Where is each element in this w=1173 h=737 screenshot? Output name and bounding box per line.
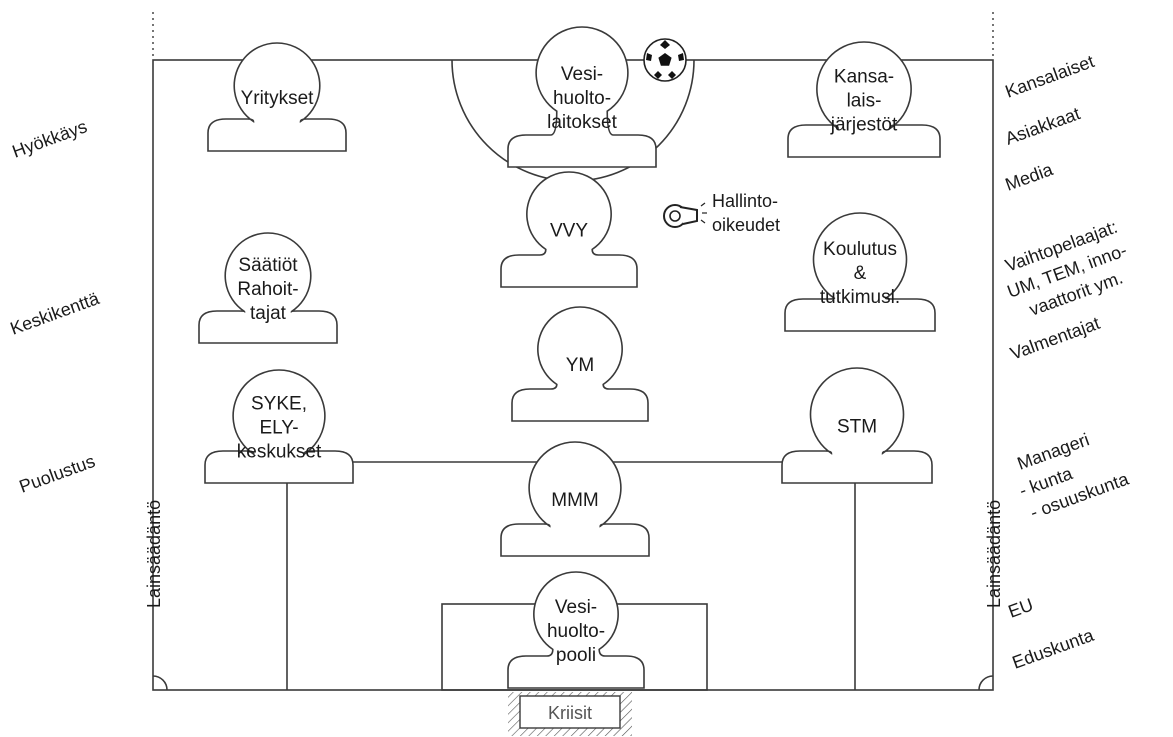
player-figure-stm	[781, 367, 933, 484]
player-label-syke-1: SYKE,	[251, 394, 307, 415]
player-label-syke-3: keskukset	[237, 442, 322, 463]
player-label-pooli-1: Vesi-	[555, 597, 597, 618]
player-figure-pooli	[507, 571, 645, 689]
player-label-saatiot-2: Rahoit-	[237, 279, 298, 300]
label-manageri-line-1: Manageri	[1015, 429, 1092, 473]
player-vvy: VVY	[500, 171, 638, 288]
player-label-vesihuoltolaitokset-3: laitokset	[547, 112, 617, 133]
player-figure-koulutus	[784, 212, 936, 332]
player-figure-yritykset	[207, 42, 347, 152]
player-label-stm-1: STM	[837, 417, 877, 438]
player-kansalaisjarjestot: Kansa-lais-järjestöt	[787, 41, 941, 158]
player-figure-syke	[204, 369, 354, 484]
football-icon	[643, 38, 687, 82]
corner-arc-bottom-right	[978, 675, 994, 691]
player-figure-vesihuoltolaitokset	[507, 26, 657, 168]
kriisit-box: Kriisit	[508, 692, 632, 736]
label-eu: EU	[1006, 594, 1036, 621]
player-pooli: Vesi-huolto-pooli	[507, 571, 645, 689]
referee-label-line-1: Hallinto-	[712, 191, 778, 211]
player-label-kansalaisjarjestot-1: Kansa-	[834, 67, 894, 88]
player-label-pooli-2: huolto-	[547, 621, 605, 642]
player-label-vesihuoltolaitokset-1: Vesi-	[561, 64, 603, 85]
corner-arc-bottom-left	[152, 675, 168, 691]
player-ym: YM	[511, 306, 649, 422]
player-label-kansalaisjarjestot-2: lais-	[847, 91, 882, 112]
player-label-saatiot-3: tajat	[250, 303, 287, 324]
player-figure-mmm	[500, 441, 650, 557]
player-figure-vvy	[500, 171, 638, 288]
player-label-yritykset-1: Yritykset	[241, 88, 315, 109]
label-kansalaiset: Kansalaiset	[1003, 51, 1097, 102]
label-lainsaadanto-right: Lainsäädäntö	[984, 500, 1004, 608]
player-figure-kansalaisjarjestot	[787, 41, 941, 158]
player-vesihuoltolaitokset: Vesi-huolto-laitokset	[507, 26, 657, 168]
referee-label-line-2: oikeudet	[712, 215, 780, 235]
player-label-kansalaisjarjestot-3: järjestöt	[830, 115, 898, 136]
player-label-vvy-1: VVY	[550, 221, 588, 242]
player-yritykset: Yritykset	[207, 42, 347, 152]
player-label-pooli-3: pooli	[556, 645, 596, 666]
player-koulutus: Koulutus & tutkimusl.	[784, 212, 936, 332]
player-label-ym-1: YM	[566, 355, 595, 376]
player-mmm: MMM	[500, 441, 650, 557]
label-lainsaadanto-left: Lainsäädäntö	[144, 500, 164, 608]
whistle-icon	[663, 202, 707, 228]
player-stm: STM	[781, 367, 933, 484]
player-label-koulutus-2: &	[854, 263, 867, 284]
player-label-saatiot-1: Säätiöt	[238, 255, 298, 276]
player-label-vesihuoltolaitokset-2: huolto-	[553, 88, 611, 109]
player-label-syke-2: ELY-	[259, 418, 298, 439]
label-media: Media	[1003, 159, 1057, 195]
label-asiakkaat: Asiakkaat	[1003, 103, 1083, 148]
player-figure-ym	[511, 306, 649, 422]
kriisit-label: Kriisit	[548, 703, 592, 723]
label-puolustus: Puolustus	[17, 451, 98, 497]
label-valmentajat: Valmentajat	[1008, 313, 1103, 364]
player-syke: SYKE, ELY-keskukset	[204, 369, 354, 484]
label-eduskunta: Eduskunta	[1010, 625, 1098, 673]
label-keskikentta: Keskikenttä	[8, 288, 103, 339]
player-label-mmm-1: MMM	[551, 490, 598, 511]
player-figure-saatiot	[198, 232, 338, 344]
player-label-koulutus-1: Koulutus	[823, 239, 897, 260]
label-hyokkays: Hyökkäys	[10, 116, 90, 161]
player-label-koulutus-3: tutkimusl.	[820, 287, 900, 308]
players-layer: YrityksetVesi-huolto-laitoksetKansa-lais…	[198, 26, 941, 689]
